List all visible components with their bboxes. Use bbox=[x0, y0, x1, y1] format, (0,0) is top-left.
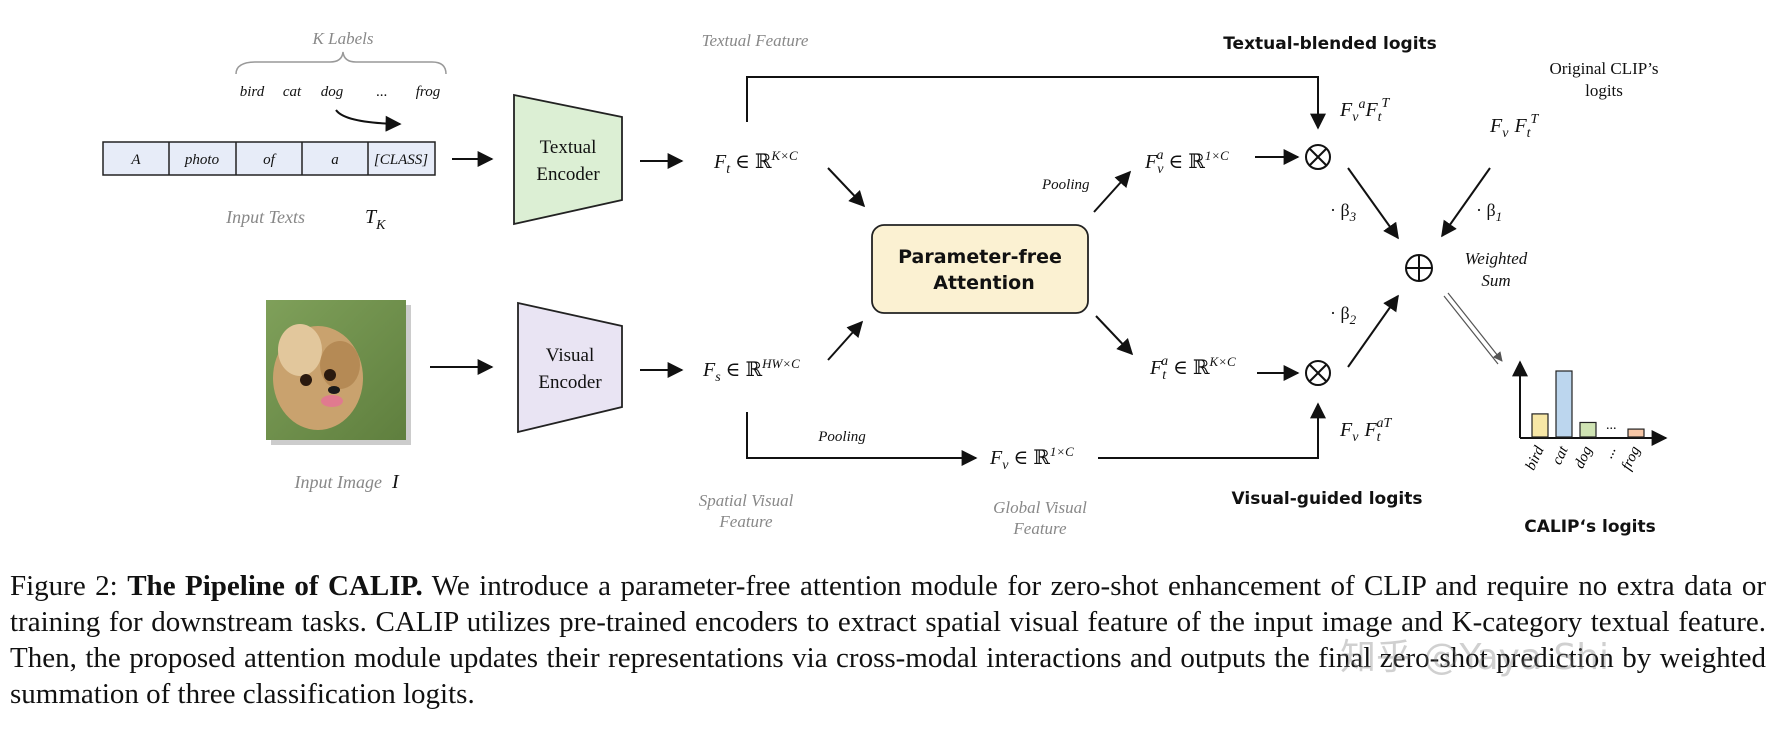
caption-body: We introduce a parameter-free attention … bbox=[10, 570, 1767, 710]
original-clip-label-1: Original CLIP’s bbox=[1549, 59, 1658, 78]
ft-expression: Ft ∈ ℝK×C bbox=[713, 148, 798, 177]
calip-pipeline-diagram: K Labels bird cat dog ... frog A photo o… bbox=[102, 29, 1668, 538]
caption-prefix: Figure 2: bbox=[10, 570, 118, 602]
parameter-free-attention-block bbox=[871, 224, 1089, 314]
multiply-node-top bbox=[1305, 144, 1331, 170]
caption-title: The Pipeline of CALIP. bbox=[127, 570, 423, 602]
arrow-textual-to-sum bbox=[1347, 167, 1399, 240]
input-texts-label: Input Texts bbox=[225, 207, 305, 227]
bar-label-frog: frog bbox=[1619, 443, 1644, 472]
k-label-cat: cat bbox=[283, 84, 302, 100]
weighted-sum-label-2: Sum bbox=[1481, 271, 1510, 290]
fs-expression: Fs ∈ ℝHW×C bbox=[702, 356, 800, 385]
multiply-node-bottom bbox=[1305, 360, 1331, 386]
arrow-ft-bypass bbox=[746, 76, 1326, 130]
arrow-sum-to-chart-b bbox=[1447, 292, 1503, 362]
textual-encoder-label-2: Encoder bbox=[536, 164, 600, 185]
bar-bird bbox=[1531, 413, 1549, 438]
k-label-frog: frog bbox=[416, 84, 441, 100]
spatial-feature-label-1: Spatial Visual bbox=[699, 491, 794, 510]
bar-label-ellipsis: ... bbox=[1600, 444, 1619, 461]
textual-encoder-label-1: Textual bbox=[540, 137, 597, 158]
beta1-label: · β1 bbox=[1476, 200, 1502, 224]
arrow-visual-to-sum bbox=[1347, 294, 1399, 368]
original-clip-label-2: logits bbox=[1585, 81, 1623, 100]
figure-caption: Figure 2: The Pipeline of CALIP. We intr… bbox=[10, 568, 1766, 712]
fv-expression: Fv ∈ ℝ1×C bbox=[989, 444, 1074, 473]
attention-label-2: Attention bbox=[933, 272, 1034, 294]
bar-cat bbox=[1555, 370, 1573, 438]
arrow-attention-to-fta bbox=[1095, 315, 1134, 356]
visual-encoder-label-1: Visual bbox=[546, 345, 594, 366]
pooling-label-top: Pooling bbox=[1041, 177, 1090, 193]
bar-label-cat: cat bbox=[1549, 443, 1572, 467]
sum-node bbox=[1405, 254, 1433, 282]
visual-encoder-block bbox=[517, 301, 623, 434]
watermark: 知乎 @Yaya Shi bbox=[1340, 637, 1610, 678]
k-label-bird: bird bbox=[240, 84, 265, 100]
class-insert-arrow bbox=[335, 109, 402, 132]
input-texts-symbol: TK bbox=[365, 206, 386, 233]
arrow-sum-to-chart-a bbox=[1443, 295, 1499, 365]
visual-encoder-label-2: Encoder bbox=[538, 372, 602, 393]
k-label-ellipsis: ... bbox=[376, 84, 387, 100]
textual-feature-label: Textual Feature bbox=[702, 31, 809, 50]
arrow-ft-to-attention bbox=[827, 167, 866, 208]
bar-dog bbox=[1579, 421, 1597, 438]
arrow-attention-to-fva bbox=[1093, 170, 1132, 213]
prompt-template: A photo of a [CLASS] bbox=[102, 141, 436, 176]
arrow-clip-to-sum bbox=[1441, 167, 1491, 238]
k-labels-brace bbox=[235, 51, 447, 75]
beta3-label: · β3 bbox=[1330, 200, 1357, 224]
spatial-feature-label-2: Feature bbox=[718, 512, 773, 531]
input-image bbox=[266, 300, 411, 445]
bar-frog bbox=[1627, 428, 1645, 438]
calip-logits-label: CALIP‘s logits bbox=[1524, 517, 1656, 537]
token-a2: a bbox=[331, 152, 339, 168]
arrow-fs-to-attention bbox=[827, 320, 864, 361]
bar-label-bird: bird bbox=[1523, 443, 1548, 472]
textual-encoder-block bbox=[513, 93, 623, 226]
textual-blended-logits-label: Textual-blended logits bbox=[1223, 34, 1437, 54]
visual-guided-logits-label: Visual-guided logits bbox=[1232, 489, 1423, 509]
k-labels-title: K Labels bbox=[312, 29, 374, 48]
input-image-label: Input Image bbox=[294, 472, 382, 492]
beta2-label: · β2 bbox=[1330, 303, 1357, 327]
token-a: A bbox=[130, 152, 141, 168]
global-feature-label-1: Global Visual bbox=[993, 498, 1087, 517]
fva-expression: Fva ∈ ℝ1×C bbox=[1144, 148, 1229, 177]
input-image-symbol: I bbox=[391, 471, 400, 493]
token-class: [CLASS] bbox=[374, 152, 428, 168]
fta-expression: Fta ∈ ℝK×C bbox=[1149, 354, 1236, 383]
token-photo: photo bbox=[184, 152, 220, 168]
weighted-sum-label-1: Weighted bbox=[1465, 249, 1528, 268]
bar-label-dog: dog bbox=[1572, 443, 1596, 471]
textual-blended-expression: FvaFtT bbox=[1339, 96, 1391, 125]
pooling-label-bottom: Pooling bbox=[817, 429, 866, 445]
k-labels-list: bird cat dog ... frog bbox=[240, 84, 441, 100]
arrow-fs-pooling bbox=[746, 412, 978, 466]
k-label-dog: dog bbox=[321, 84, 344, 100]
global-feature-label-2: Feature bbox=[1012, 519, 1067, 538]
token-of: of bbox=[263, 152, 277, 168]
attention-label-1: Parameter-free bbox=[898, 246, 1062, 268]
bar-ellipsis: ... bbox=[1606, 418, 1617, 433]
arrow-fv-to-mul bbox=[1098, 402, 1326, 459]
